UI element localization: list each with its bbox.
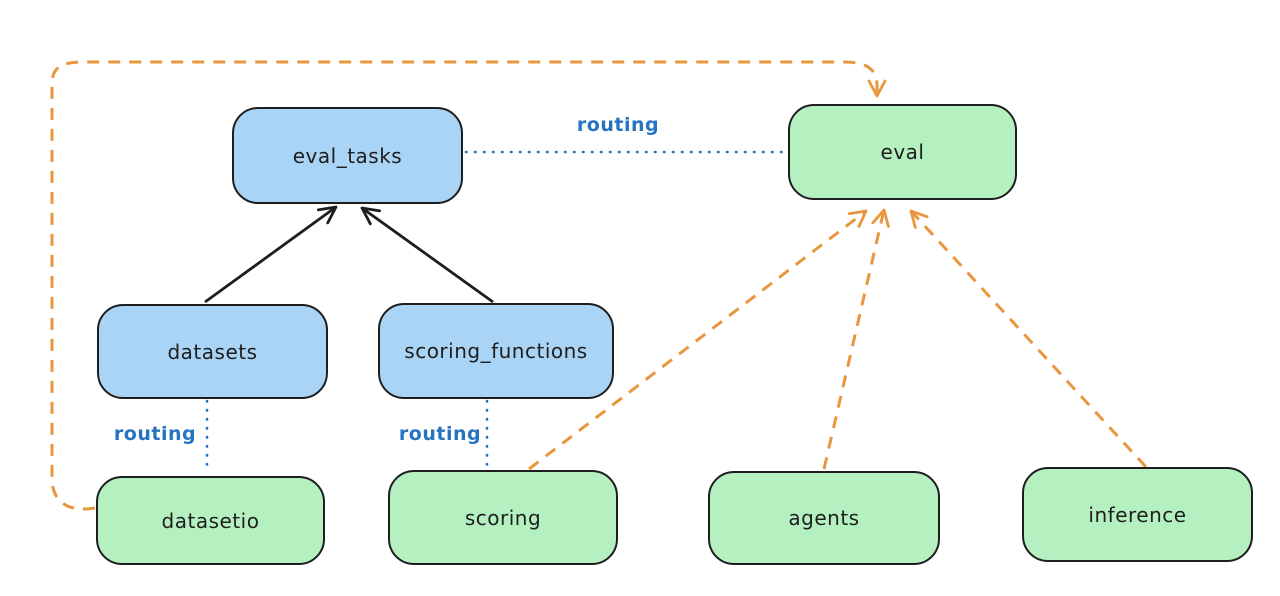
routing-label-datasets-datasetio: routing bbox=[113, 423, 197, 445]
edge-datasets-to-eval-tasks bbox=[204, 205, 338, 304]
node-datasetio-label: datasetio bbox=[161, 508, 260, 533]
node-eval-tasks: eval_tasks bbox=[232, 107, 463, 204]
edge-scoring-to-eval bbox=[528, 209, 868, 471]
edge-scoring-functions-to-eval-tasks bbox=[360, 206, 494, 304]
node-scoring-functions-label: scoring_functions bbox=[404, 339, 588, 363]
node-datasetio: datasetio bbox=[96, 476, 325, 565]
node-agents-label: agents bbox=[788, 506, 860, 530]
node-scoring-functions: scoring_functions bbox=[378, 303, 614, 399]
edge-agents-to-eval bbox=[822, 208, 890, 470]
node-eval-label: eval bbox=[880, 140, 925, 164]
routing-label-scoring-functions-scoring: routing bbox=[398, 423, 482, 445]
routing-label-eval-tasks-eval: routing bbox=[576, 114, 660, 136]
node-inference: inference bbox=[1022, 467, 1253, 562]
node-inference-label: inference bbox=[1088, 502, 1187, 527]
node-eval: eval bbox=[788, 104, 1017, 200]
node-agents: agents bbox=[708, 471, 940, 565]
node-scoring-label: scoring bbox=[464, 505, 542, 530]
node-scoring: scoring bbox=[388, 470, 618, 565]
node-datasets-label: datasets bbox=[167, 339, 258, 364]
node-datasets: datasets bbox=[97, 304, 328, 399]
edge-inference-to-eval bbox=[909, 209, 1148, 469]
node-eval-tasks-label: eval_tasks bbox=[292, 143, 403, 168]
edge-datasetio-to-eval bbox=[50, 60, 887, 511]
